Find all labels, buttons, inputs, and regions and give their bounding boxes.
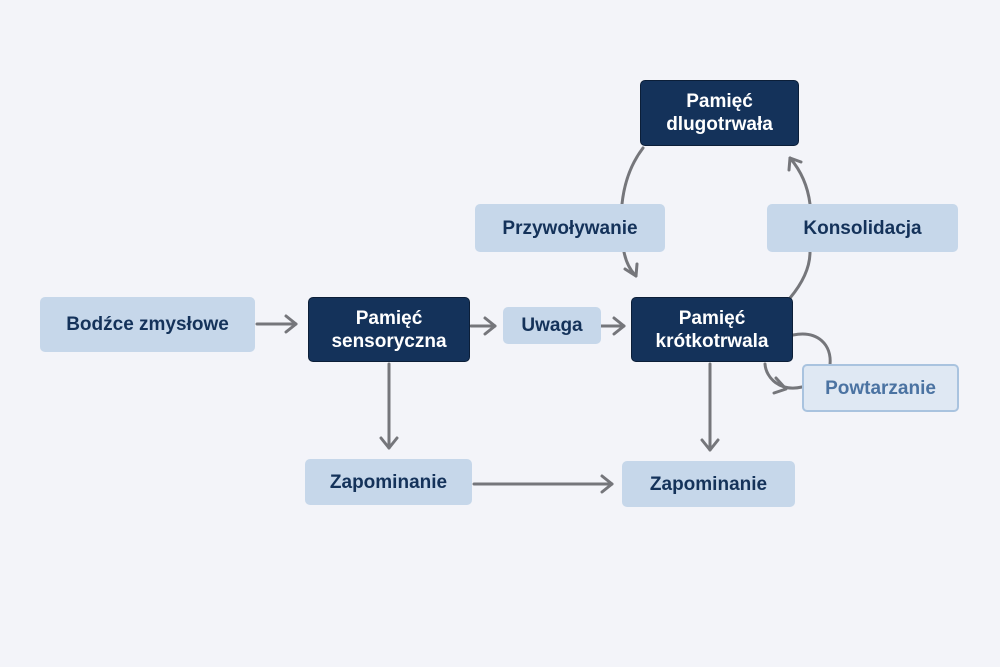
node-label: Pamięć krótkotrwala — [655, 307, 769, 352]
node-powtarzanie: Powtarzanie — [802, 364, 959, 412]
edge-przywolywanie-upper — [620, 146, 645, 206]
edge-konsolidacja-lower — [788, 250, 812, 300]
node-pamiec-dlugotrwala: Pamięć dlugotrwała — [640, 80, 799, 146]
node-label: Zapominanie — [649, 473, 768, 495]
edge-powtarzanie-back — [763, 362, 804, 390]
node-label: Pamięć dlugotrwała — [666, 91, 773, 135]
arrowhead-icon — [284, 314, 298, 334]
arrowhead-icon — [772, 376, 788, 395]
arrowhead-icon — [483, 316, 497, 336]
arrowhead-icon — [612, 316, 626, 336]
node-konsolidacja: Konsolidacja — [767, 204, 958, 252]
node-label: Konsolidacja — [803, 217, 922, 239]
node-zapominanie-sensoryczna: Zapominanie — [305, 459, 472, 505]
node-pamiec-sensoryczna: Pamięć sensoryczna — [308, 297, 470, 362]
node-bodzce-zmyslowe: Bodźce zmysłowe — [40, 297, 255, 352]
arrowhead-icon — [700, 438, 720, 452]
node-label: Uwaga — [521, 315, 583, 336]
edge-konsolidacja-upper — [788, 156, 812, 206]
arrowhead-icon — [379, 436, 399, 450]
node-przywolywanie: Przywoływanie — [475, 204, 665, 252]
node-label: Bodźce zmysłowe — [66, 314, 229, 335]
edge-powtarzanie-out — [791, 332, 832, 367]
node-uwaga: Uwaga — [503, 307, 601, 344]
node-label: Zapominanie — [329, 471, 448, 493]
node-pamiec-krotkotrwala: Pamięć krótkotrwala — [631, 297, 793, 362]
arrowhead-icon — [787, 156, 803, 172]
node-label: Pamięć sensoryczna — [331, 307, 447, 352]
node-zapominanie-krotkotrwala: Zapominanie — [622, 461, 795, 507]
arrowhead-icon — [600, 474, 614, 494]
arrowhead-icon — [623, 262, 639, 278]
node-label: Przywoływanie — [502, 217, 638, 239]
node-label: Powtarzanie — [825, 377, 936, 399]
